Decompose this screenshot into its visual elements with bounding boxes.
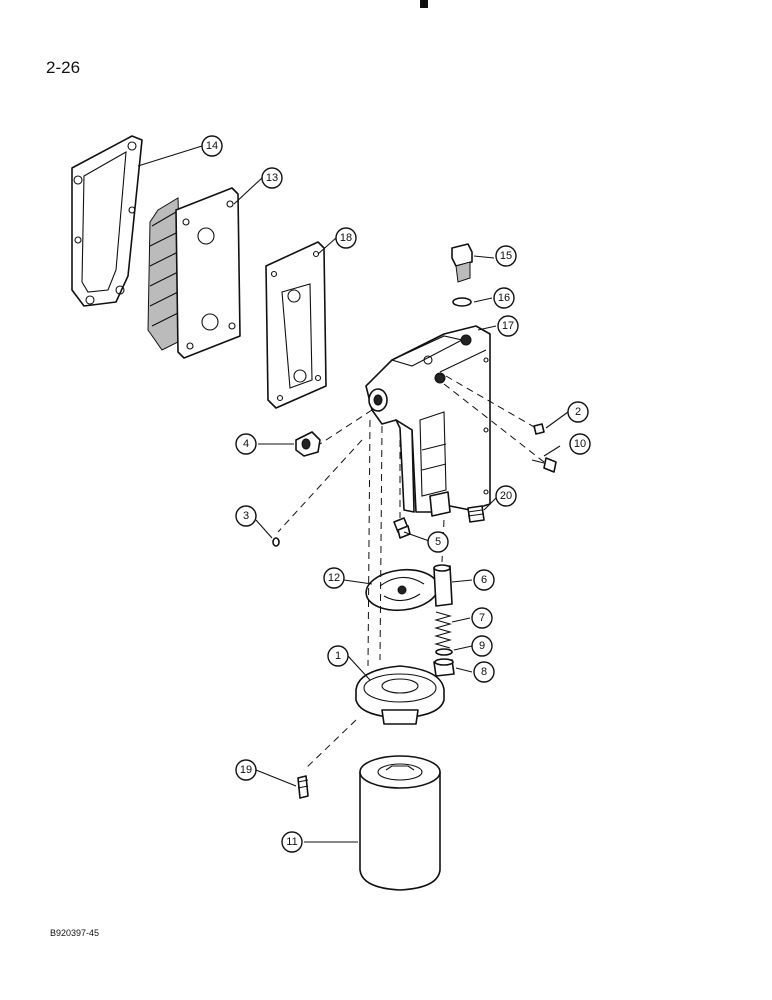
callout-10: 10 [569, 433, 591, 455]
part-o-ring-16 [452, 297, 472, 307]
svg-text:13: 13 [266, 172, 278, 184]
part-filter-11 [359, 755, 441, 891]
part-gasket-14 [71, 135, 143, 307]
svg-text:5: 5 [435, 536, 441, 548]
svg-text:2: 2 [575, 406, 581, 418]
assembly-lines [277, 375, 545, 771]
callout-16: 16 [493, 287, 515, 309]
svg-text:17: 17 [502, 320, 514, 332]
callout-17: 17 [497, 315, 519, 337]
svg-text:15: 15 [500, 250, 512, 262]
callout-14: 14 [201, 135, 223, 157]
svg-text:18: 18 [340, 232, 352, 244]
part-filter-head-17 [365, 325, 491, 517]
part-screw-19 [297, 775, 309, 799]
leader-lines [137, 145, 569, 843]
part-spring-7 [433, 611, 453, 649]
svg-text:19: 19 [240, 764, 252, 776]
callout-4: 4 [235, 433, 257, 455]
callout-12: 12 [323, 567, 345, 589]
page-edge-mark [420, 0, 428, 8]
part-plug-20 [467, 505, 485, 523]
svg-text:3: 3 [243, 510, 249, 522]
part-plug-15 [451, 243, 473, 283]
svg-text:4: 4 [243, 438, 249, 450]
svg-text:8: 8 [481, 666, 487, 678]
callout-5: 5 [427, 531, 449, 553]
svg-text:7: 7 [479, 612, 485, 624]
part-bolt-10 [531, 457, 557, 473]
callout-13: 13 [261, 167, 283, 189]
svg-text:11: 11 [286, 836, 297, 848]
part-filter-adapter-1 [355, 665, 445, 725]
svg-text:12: 12 [328, 572, 340, 584]
svg-text:14: 14 [206, 140, 218, 152]
svg-text:1: 1 [335, 650, 341, 662]
callout-3: 3 [235, 505, 257, 527]
part-fitting-5 [393, 517, 411, 539]
part-oil-cooler-13 [147, 187, 241, 359]
callout-15: 15 [495, 245, 517, 267]
callout-7: 7 [471, 607, 493, 629]
svg-text:6: 6 [481, 574, 487, 586]
svg-text:16: 16 [498, 292, 510, 304]
part-fitting-4 [295, 431, 321, 457]
part-pin-3 [272, 537, 280, 547]
callout-9: 9 [471, 635, 493, 657]
svg-text:9: 9 [479, 640, 485, 652]
page-number: 2-26 [46, 58, 81, 77]
svg-text:20: 20 [500, 490, 512, 502]
callout-1: 1 [327, 645, 349, 667]
part-gasket-18 [265, 241, 327, 409]
callout-6: 6 [473, 569, 495, 591]
part-plate-12 [365, 568, 439, 612]
callout-20: 20 [495, 485, 517, 507]
callout-18: 18 [335, 227, 357, 249]
part-plug-2 [533, 423, 545, 435]
part-valve-6 [433, 564, 453, 607]
callout-8: 8 [473, 661, 495, 683]
figure-code: B920397-45 [50, 928, 100, 938]
callout-19: 19 [235, 759, 257, 781]
callout-2: 2 [567, 401, 589, 423]
svg-text:10: 10 [574, 438, 586, 450]
part-o-ring-9 [435, 648, 453, 656]
callout-11: 11 [281, 831, 303, 853]
part-plug-8 [433, 658, 455, 677]
